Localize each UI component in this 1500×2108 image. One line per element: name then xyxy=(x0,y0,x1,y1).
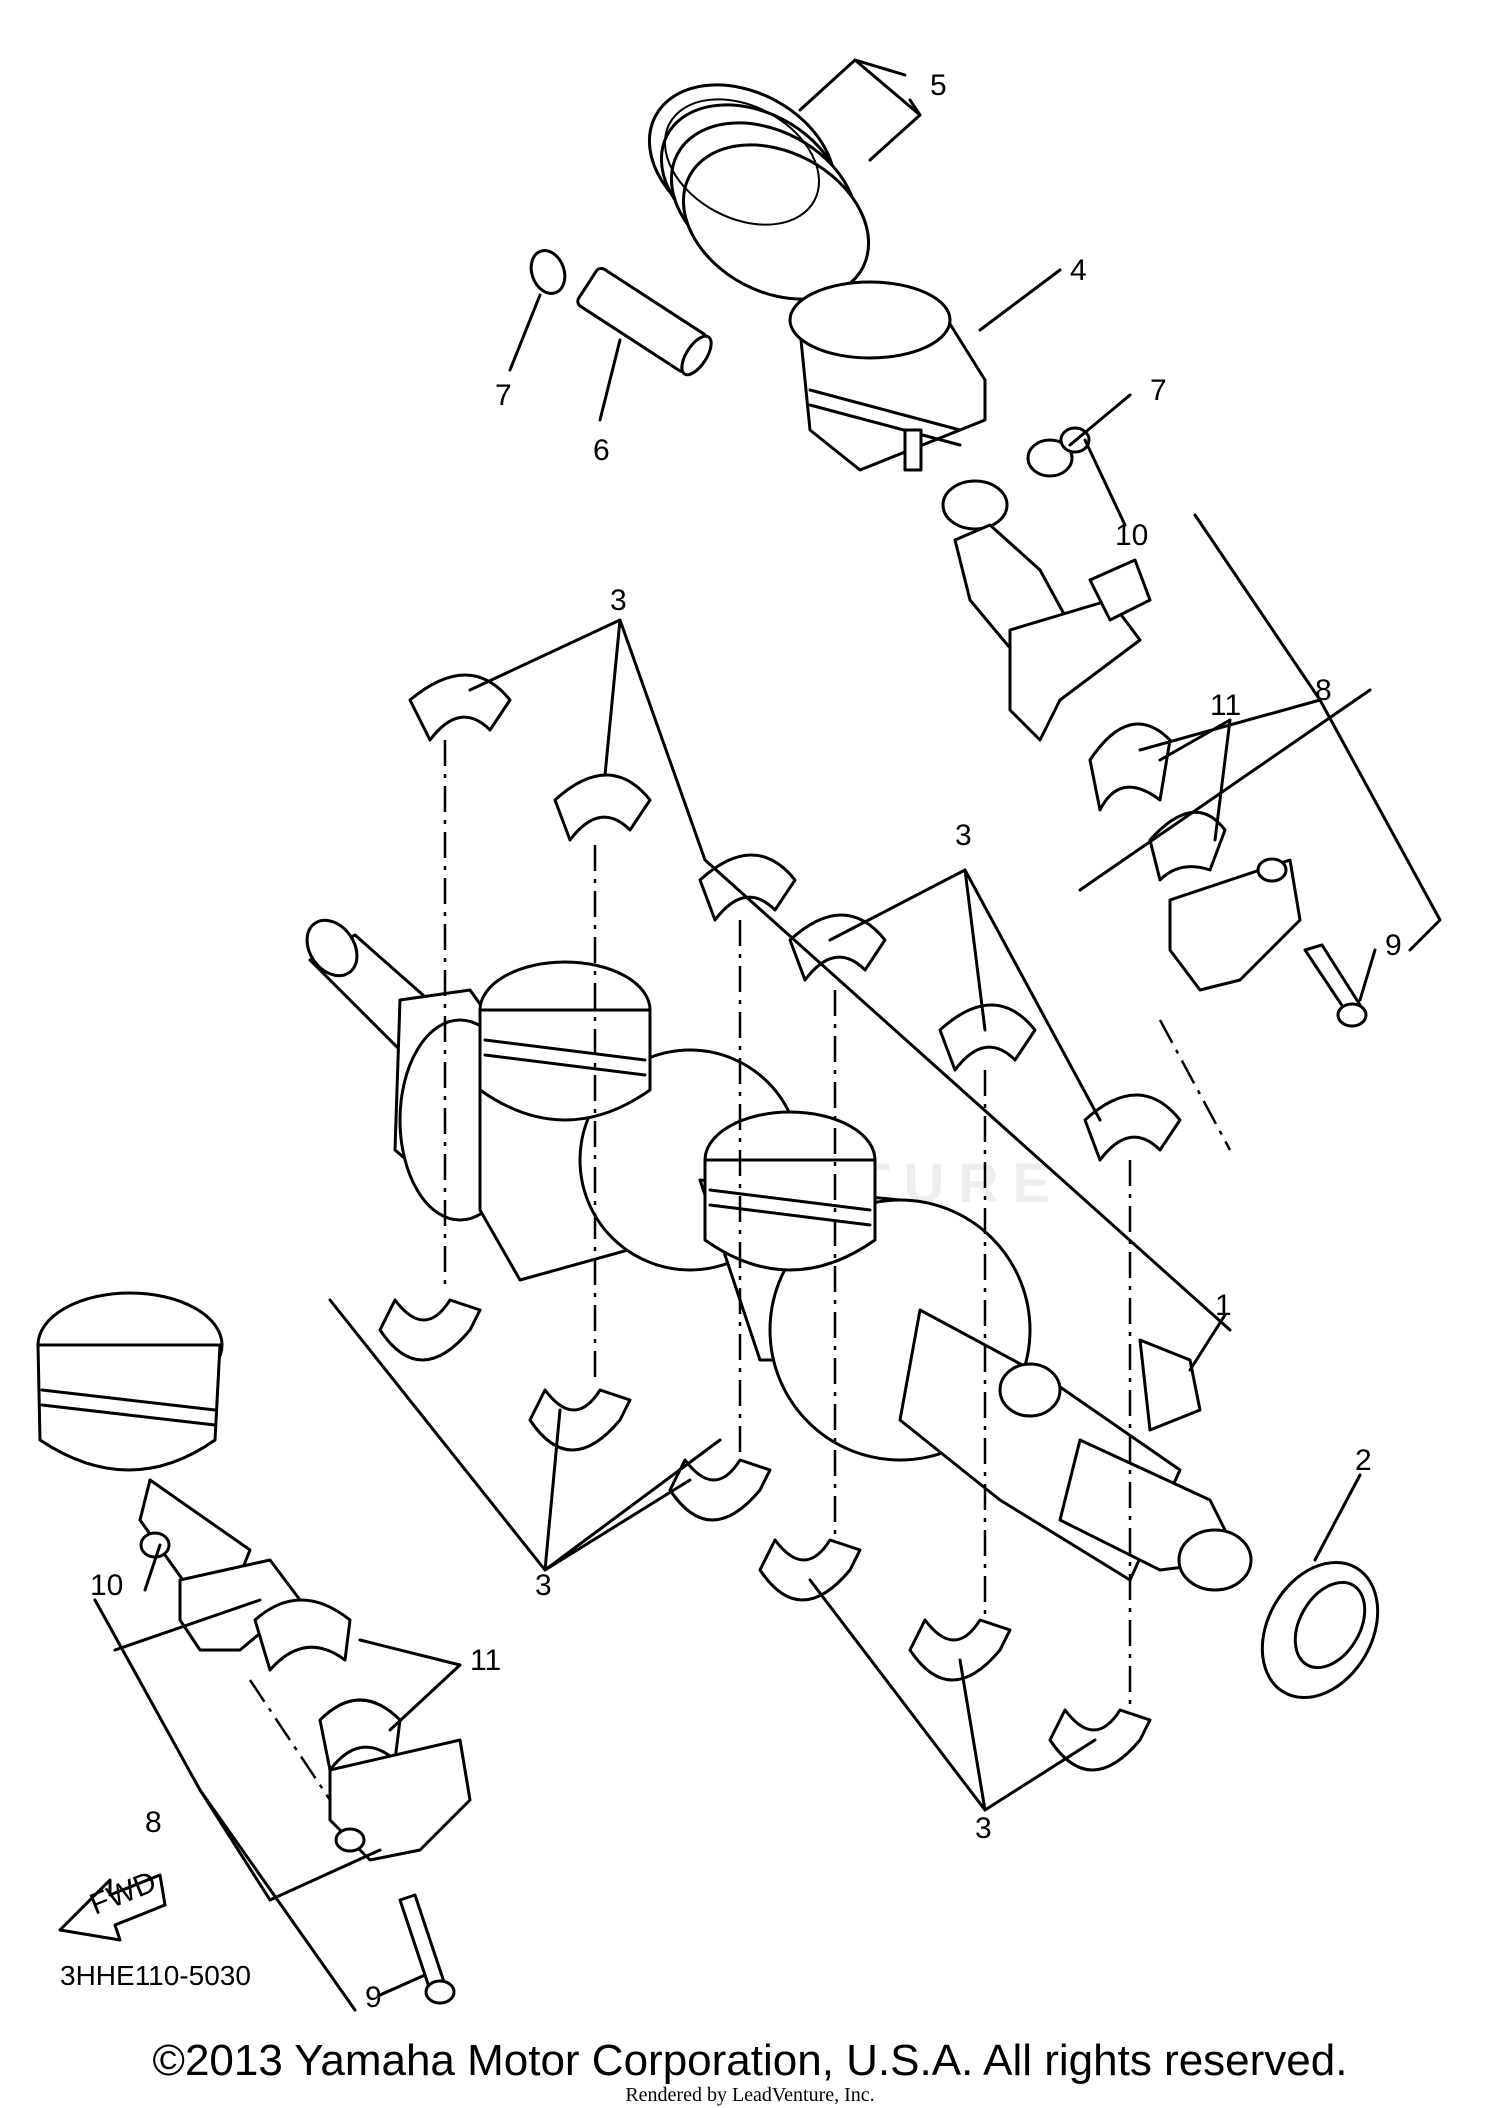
main-bearing-upper-5 xyxy=(938,1003,1037,1072)
callout-3-a: 3 xyxy=(610,584,627,617)
nut-left xyxy=(139,1531,171,1559)
callout-5: 5 xyxy=(930,69,947,102)
alignment-lines xyxy=(248,740,1232,1801)
main-bearing-lower-6 xyxy=(1048,1708,1152,1772)
callout-10-right: 10 xyxy=(1115,519,1148,552)
circlip-right xyxy=(1026,438,1074,478)
main-bearing-lower-5 xyxy=(908,1618,1012,1682)
callout-8-left: 8 xyxy=(145,1806,162,1839)
callout-10-left: 10 xyxy=(90,1569,123,1602)
oil-seal xyxy=(1260,1560,1380,1700)
con-rod-left xyxy=(138,1478,302,1652)
con-rod-right xyxy=(941,426,1152,742)
piston-top xyxy=(788,280,987,472)
copyright-notice: ©2013 Yamaha Motor Corporation, U.S.A. A… xyxy=(152,2036,1348,2085)
circlip-left xyxy=(529,249,567,295)
main-bearing-upper-1 xyxy=(408,673,512,742)
main-bearing-lower-4 xyxy=(758,1538,862,1602)
main-bearing-lower-1 xyxy=(378,1298,482,1362)
piston-pin xyxy=(576,266,713,377)
big-end-bearing-left xyxy=(253,1598,402,1772)
leader-lines xyxy=(93,58,1442,2012)
main-bearing-upper-2 xyxy=(553,773,652,842)
callout-3-b: 3 xyxy=(955,819,972,852)
con-rod-cap-right xyxy=(1168,857,1302,992)
bolt-right xyxy=(1303,943,1368,1028)
piston-left xyxy=(36,1291,224,1472)
callout-11-left: 11 xyxy=(470,1644,501,1677)
rendered-by-credit: Rendered by LeadVenture, Inc. xyxy=(625,2084,875,2106)
main-bearing-lower-3 xyxy=(668,1458,772,1522)
callout-4: 4 xyxy=(1070,254,1087,287)
piston-installed-1 xyxy=(478,960,652,1122)
callout-7-right: 7 xyxy=(1150,374,1167,407)
piston-installed-2 xyxy=(703,1110,877,1272)
callout-7-left: 7 xyxy=(495,379,512,412)
big-end-bearing-right xyxy=(1088,722,1227,882)
main-bearing-upper-6 xyxy=(1083,1093,1182,1162)
callout-2: 2 xyxy=(1355,1444,1372,1477)
callout-9-right: 9 xyxy=(1385,929,1402,962)
main-bearing-lower-2 xyxy=(528,1388,632,1452)
piston-ring-set xyxy=(647,83,871,301)
con-rod-cap-left xyxy=(328,1738,472,1862)
callout-9-left: 9 xyxy=(365,1981,382,2014)
callout-3-c: 3 xyxy=(535,1569,552,1602)
callout-11-right: 11 xyxy=(1210,689,1241,722)
fwd-arrow: FWD xyxy=(58,1865,167,1942)
callout-6: 6 xyxy=(593,434,610,467)
callout-8-right: 8 xyxy=(1315,674,1332,707)
callout-3-d: 3 xyxy=(975,1812,992,1845)
bolt-left xyxy=(398,1893,456,2005)
main-bearing-upper-3 xyxy=(698,853,797,922)
diagram-code: 3HHE110-5030 xyxy=(60,1960,251,1991)
callout-1: 1 xyxy=(1215,1289,1232,1322)
